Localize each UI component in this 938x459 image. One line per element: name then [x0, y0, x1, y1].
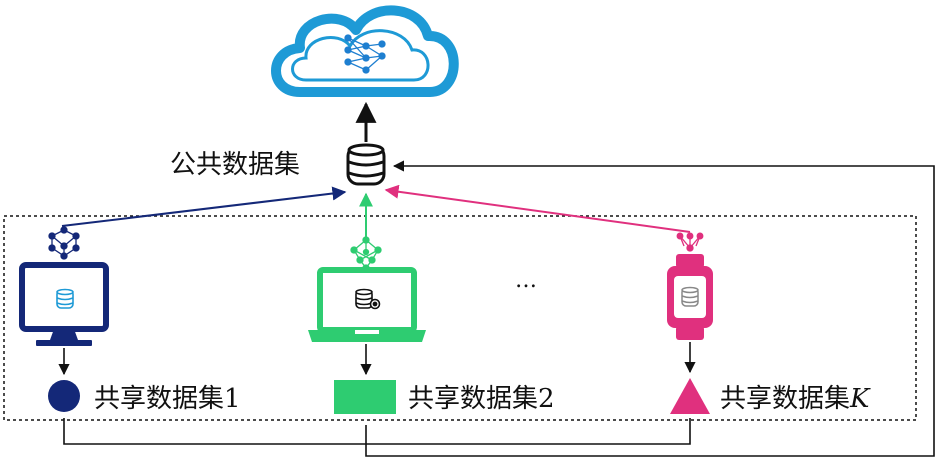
client-1-upload-arrow — [61, 186, 347, 227]
shared-dataset-k-suffix: K — [850, 384, 870, 414]
database-icon — [346, 143, 386, 186]
cloud-network-icon — [271, 5, 459, 97]
client-region-box — [3, 215, 917, 421]
feedback-loop-line — [365, 160, 935, 457]
shared-dataset-2-square-marker — [334, 380, 396, 414]
client-k-network-icon — [676, 232, 704, 252]
public-dataset-label: 公共数据集 — [170, 150, 301, 180]
client-k-upload-arrow — [384, 184, 691, 233]
shared-dataset-2-label: 共享数据集2 — [408, 384, 555, 414]
laptop-icon — [308, 267, 426, 342]
client-1-network-icon — [48, 226, 80, 260]
ellipsis-label: … — [515, 268, 539, 293]
shared-datasets-bus — [63, 418, 691, 445]
client-k-database-icon — [681, 286, 699, 307]
shared-dataset-1-circle-marker — [48, 380, 80, 412]
smartwatch-icon — [667, 254, 713, 340]
client-1-database-icon — [56, 288, 74, 309]
shared-dataset-k-label: 共享数据集K — [720, 386, 869, 412]
shared-dataset-1-label: 共享数据集1 — [94, 384, 241, 414]
shared-dataset-k-prefix: 共享数据集 — [720, 384, 851, 414]
shared-dataset-k-triangle-marker — [670, 378, 710, 414]
client-2-network-icon — [350, 236, 382, 272]
desktop-monitor-icon — [19, 262, 109, 346]
client-2-database-icon — [355, 288, 381, 310]
